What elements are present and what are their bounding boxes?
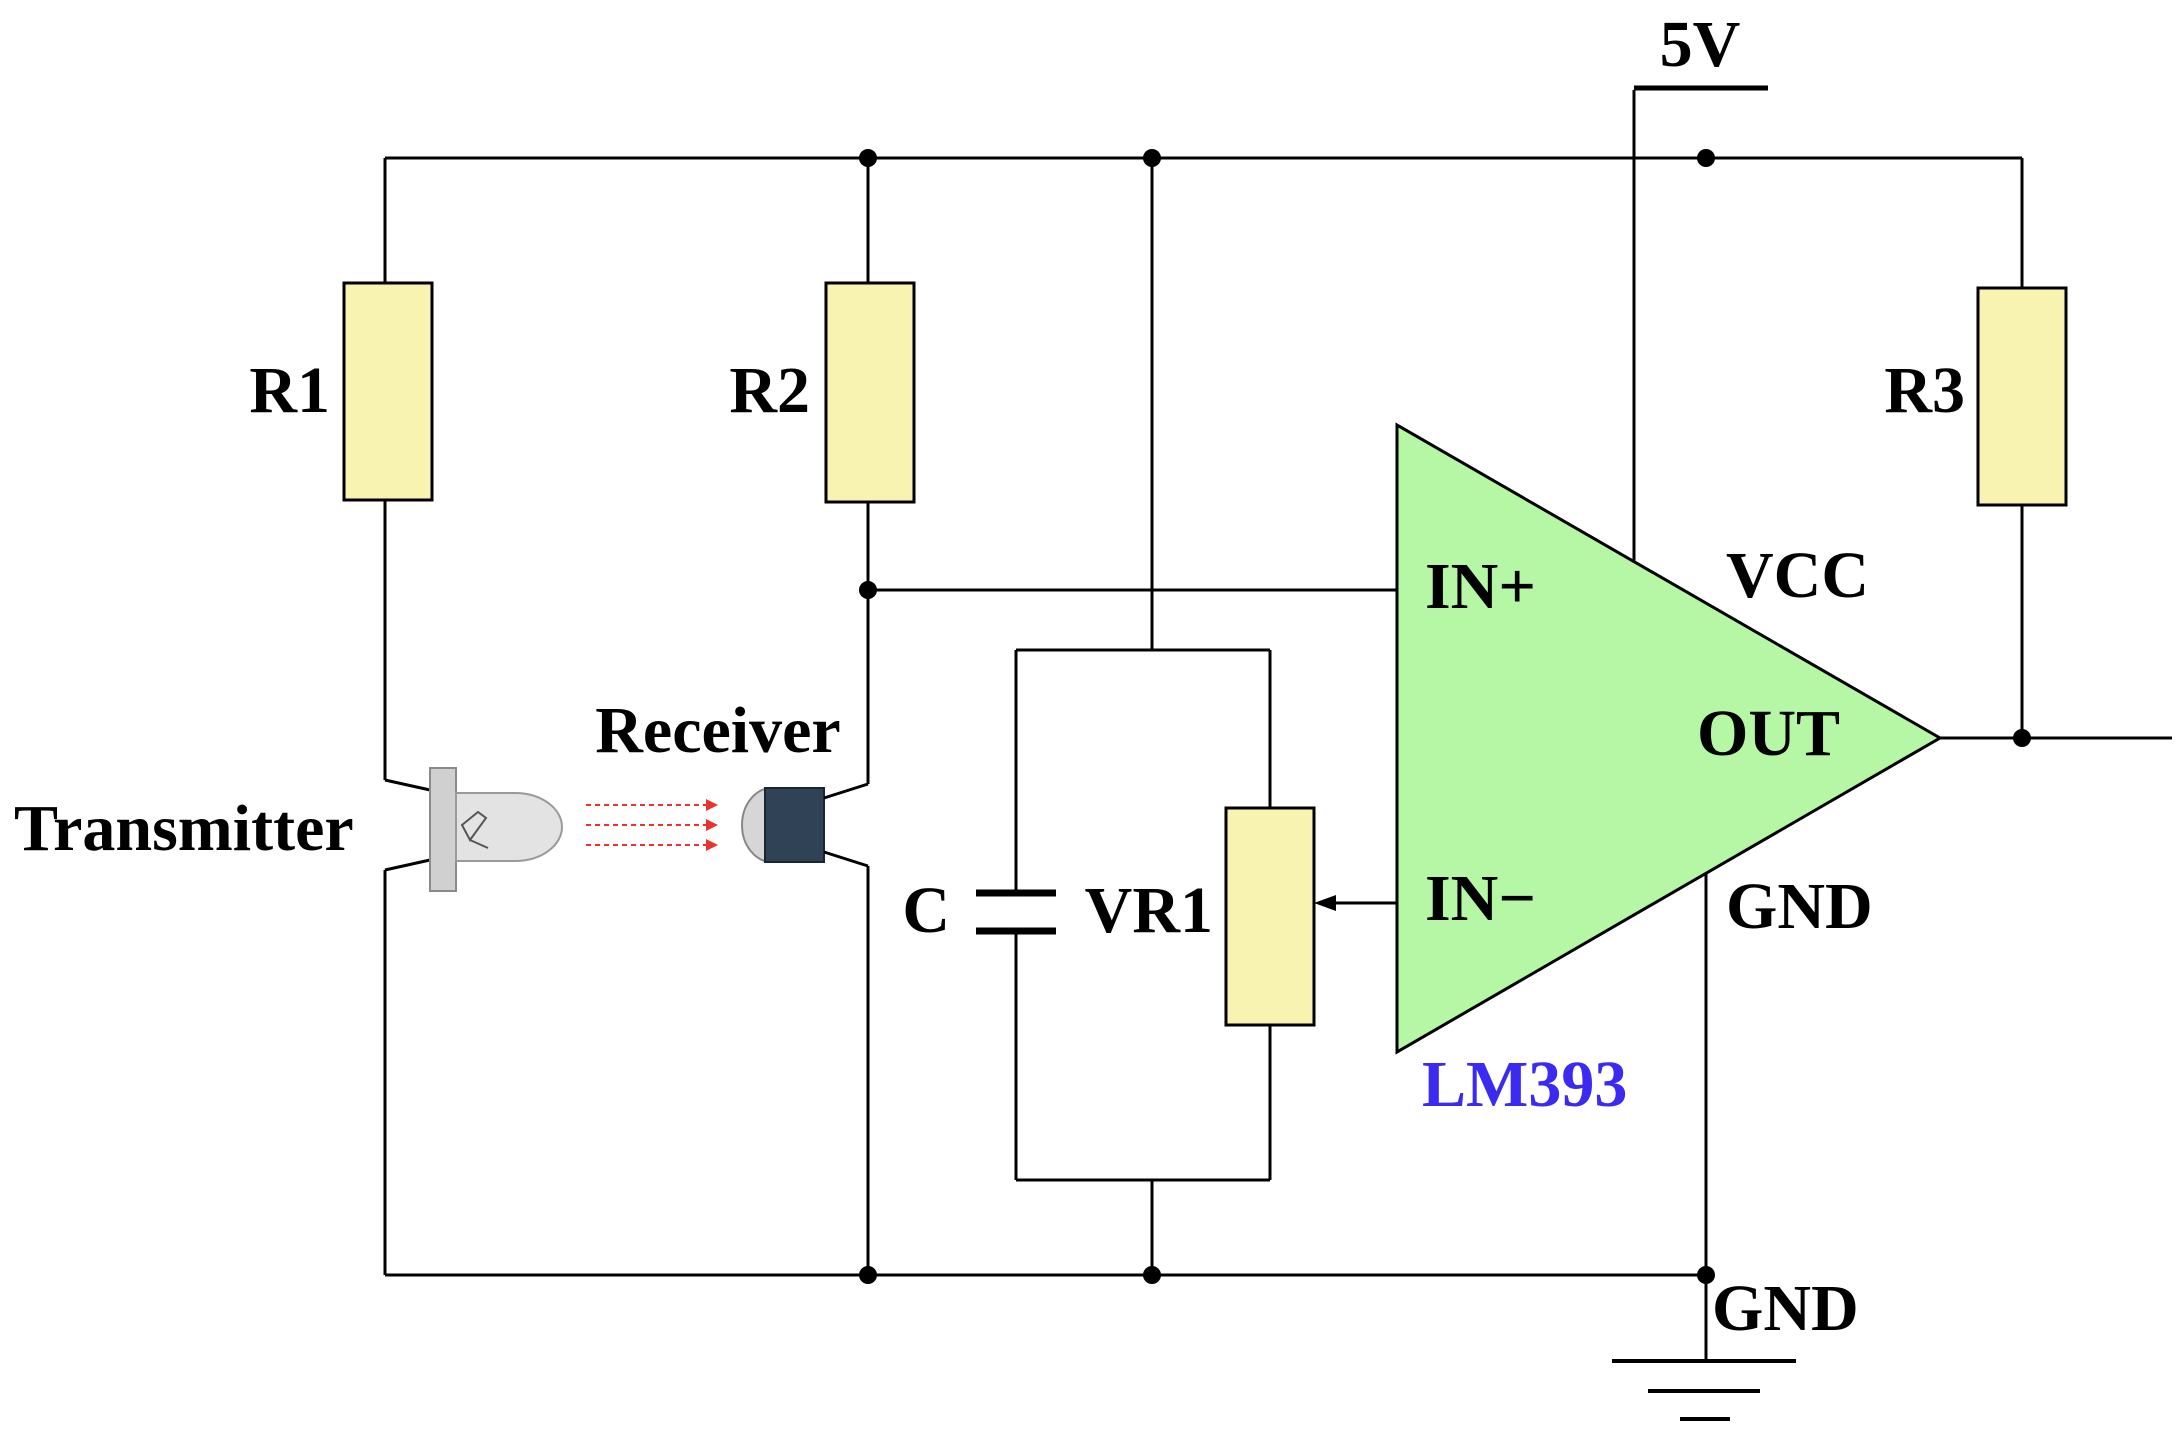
out-label: OUT — [1697, 697, 1840, 770]
receiver-label: Receiver — [595, 694, 840, 767]
supply-rail — [385, 85, 2022, 585]
resistor-r3 — [1976, 286, 2068, 507]
r1-branch-wires — [383, 158, 431, 1275]
lm393-comparator — [1395, 422, 1944, 1055]
receiver-photodiode — [741, 782, 869, 868]
vr1-wiper — [1314, 895, 1397, 911]
gnd-pin-label: GND — [1726, 870, 1873, 943]
r3-label: R3 — [1884, 354, 1965, 427]
transmitter-led — [429, 767, 563, 892]
junction-node — [2013, 729, 2031, 747]
capacitor-label: C — [902, 874, 950, 947]
ground-rail-label: GND — [1712, 1272, 1859, 1345]
output-wires — [1940, 158, 2172, 740]
r2-label: R2 — [729, 354, 810, 427]
supply-label: 5V — [1660, 8, 1741, 81]
r1-label: R1 — [249, 354, 330, 427]
junction-node — [859, 581, 877, 599]
vcc-label: VCC — [1726, 539, 1869, 612]
resistor-r1 — [342, 281, 434, 502]
junction-node — [859, 1266, 877, 1284]
junction-nodes — [859, 149, 2031, 1284]
junction-node — [1143, 149, 1161, 167]
vr1-branch-wires — [1014, 158, 1272, 1275]
ground-symbol — [1612, 1359, 1796, 1421]
junction-node — [1143, 1266, 1161, 1284]
beam-arrowheads — [706, 799, 718, 851]
transmitter-label: Transmitter — [14, 792, 354, 865]
junction-node — [1697, 149, 1715, 167]
capacitor-c — [976, 889, 1056, 935]
junction-node — [1697, 1266, 1715, 1284]
junction-node — [859, 149, 877, 167]
ir-beam — [586, 804, 708, 846]
in-plus-label: IN+ — [1425, 550, 1536, 623]
in-minus-label: IN− — [1425, 862, 1536, 935]
r2-branch-wires — [866, 158, 1397, 1275]
vr1-label: VR1 — [1085, 874, 1213, 947]
potentiometer-vr1 — [1224, 806, 1316, 1027]
resistor-r2 — [824, 281, 916, 504]
chip-label: LM393 — [1422, 1048, 1627, 1121]
